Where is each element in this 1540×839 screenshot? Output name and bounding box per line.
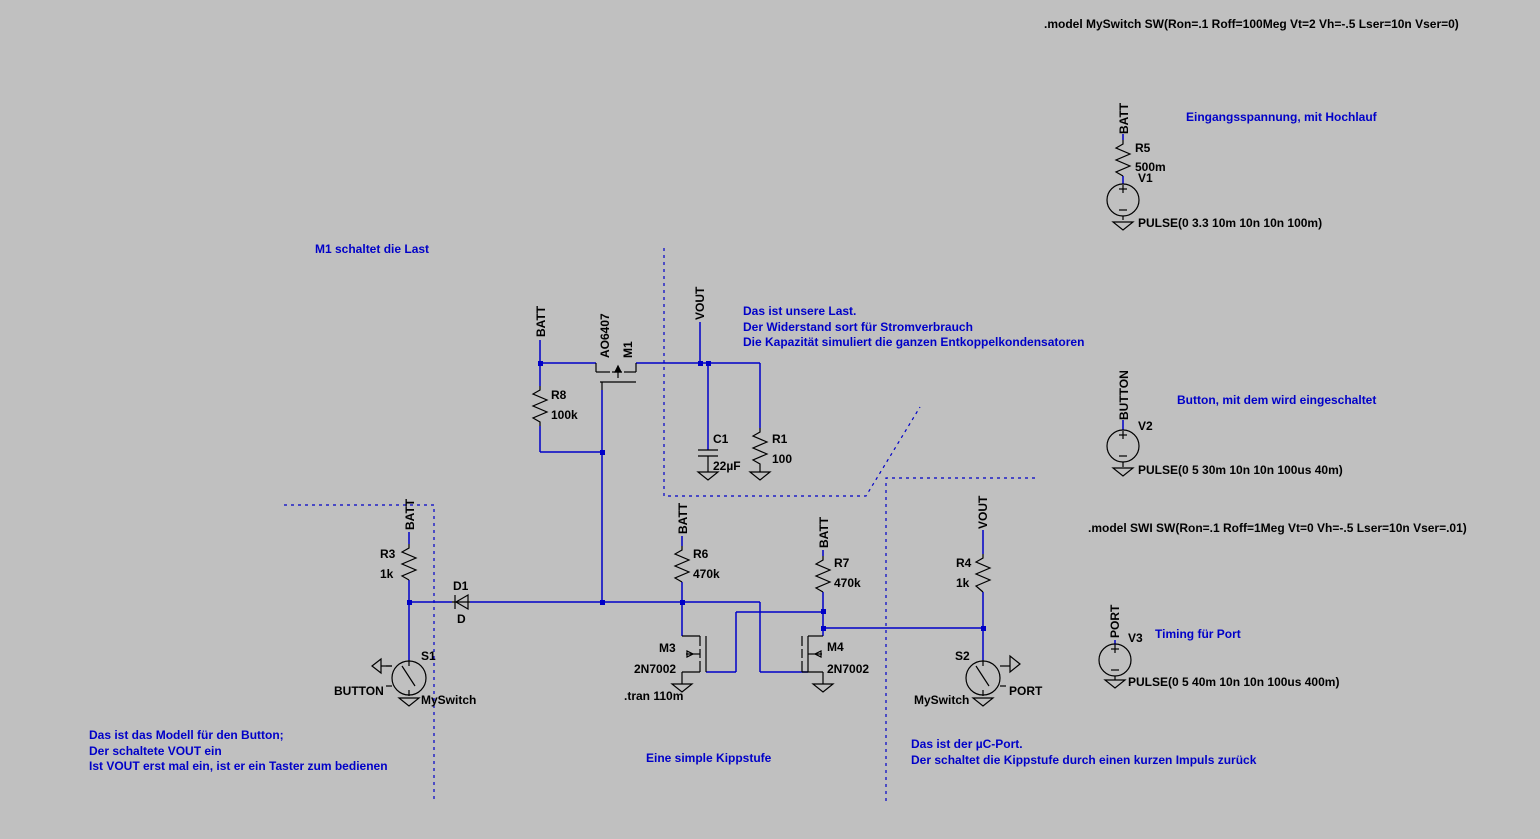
s2-value: MySwitch xyxy=(914,693,969,707)
source-v1: V1 PULSE(0 3.3 10m 10n 10n 100m) xyxy=(1106,171,1322,230)
r1-name: R1 xyxy=(772,432,788,446)
source-v3: V3 PULSE(0 5 40m 10n 10n 100us 400m) xyxy=(1098,631,1339,689)
comment-port-2: Der schaltet die Kippstufe durch einen k… xyxy=(911,753,1257,767)
ground-v3-icon xyxy=(1103,679,1127,689)
s2-port-label: PORT xyxy=(1009,684,1043,698)
mosfet-m3: M3 2N7002 xyxy=(634,635,707,684)
s1-button-label: BUTTON xyxy=(334,684,384,698)
comment-load-1: Das ist unsere Last. xyxy=(743,304,856,318)
comment-button: Button, mit dem wird eingeschaltet xyxy=(1177,393,1376,407)
net-vout-m1: VOUT xyxy=(693,286,707,320)
net-batt-v1: BATT xyxy=(1117,102,1131,134)
r5-name: R5 xyxy=(1135,141,1151,155)
comment-timing: Timing für Port xyxy=(1155,627,1241,641)
resistor-r7: R7 470k xyxy=(814,556,861,593)
switch-s2: S2 MySwitch PORT xyxy=(914,649,1043,707)
net-labels: BATT VOUT BATT BATT BATT VOUT BATT BUTTO… xyxy=(403,102,1131,638)
net-button-v2: BUTTON xyxy=(1117,370,1131,420)
wires xyxy=(408,134,1124,673)
v1-value: PULSE(0 3.3 10m 10n 10n 100m) xyxy=(1138,216,1322,230)
section-borders xyxy=(284,248,1035,805)
net-port-v3: PORT xyxy=(1108,604,1122,638)
r7-value: 470k xyxy=(834,576,861,590)
c1-name: C1 xyxy=(713,432,729,446)
capacitor-c1: C1 22µF xyxy=(698,432,741,473)
diode-d1: D1 D xyxy=(452,579,470,626)
d1-value: D xyxy=(457,612,466,626)
ground-c1-icon xyxy=(696,470,720,481)
s2-name: S2 xyxy=(955,649,970,663)
switch-s1: S1 MySwitch BUTTON xyxy=(334,649,476,707)
resistor-r1: R1 100 xyxy=(751,428,792,468)
directive-tran: .tran 110m xyxy=(624,689,683,703)
s1-value: MySwitch xyxy=(421,693,476,707)
net-batt-r7: BATT xyxy=(817,516,831,548)
net-batt-r6: BATT xyxy=(676,502,690,534)
v1-name: V1 xyxy=(1138,171,1153,185)
r6-name: R6 xyxy=(693,547,709,561)
comment-input: Eingangsspannung, mit Hochlauf xyxy=(1186,110,1378,124)
comment-load-2: Der Widerstand sort für Stromverbrauch xyxy=(743,320,973,334)
r3-name: R3 xyxy=(380,547,396,561)
net-batt-r8: BATT xyxy=(534,305,548,337)
resistor-r6: R6 470k xyxy=(673,546,720,583)
resistor-r3: R3 1k xyxy=(380,544,418,581)
m3-name: M3 xyxy=(659,641,676,655)
net-batt-r3: BATT xyxy=(403,498,417,530)
comment-m1: M1 schaltet die Last xyxy=(315,242,429,256)
resistor-r8: R8 100k xyxy=(531,386,578,426)
d1-name: D1 xyxy=(453,579,469,593)
r6-value: 470k xyxy=(693,567,720,581)
r3-value: 1k xyxy=(380,567,394,581)
ground-m4-icon xyxy=(811,683,835,693)
port-section-border xyxy=(885,477,1035,805)
r8-value: 100k xyxy=(551,408,578,422)
r4-value: 1k xyxy=(956,576,970,590)
comment-model-3: Ist VOUT erst mal ein, ist er ein Taster… xyxy=(89,759,388,773)
button-section-border xyxy=(284,504,435,800)
comment-load-3: Die Kapazität simuliert die ganzen Entko… xyxy=(743,335,1084,349)
net-vout-r4: VOUT xyxy=(976,495,990,529)
v2-name: V2 xyxy=(1138,419,1153,433)
v2-value: PULSE(0 5 30m 10n 10n 100us 40m) xyxy=(1138,463,1343,477)
junctions xyxy=(407,361,986,631)
comment-kipp: Eine simple Kippstufe xyxy=(646,751,772,765)
r4-name: R4 xyxy=(956,556,972,570)
directive-model-myswitch: .model MySwitch SW(Ron=.1 Roff=100Meg Vt… xyxy=(1044,17,1459,31)
comment-model-1: Das ist das Modell für den Button; xyxy=(89,728,284,742)
ground-v2-icon xyxy=(1111,467,1135,477)
ground-s2-icon xyxy=(971,697,995,707)
mosfet-m1: AO6407 M1 xyxy=(595,313,637,390)
ground-v1-icon xyxy=(1111,221,1135,231)
comment-port-1: Das ist der µC-Port. xyxy=(911,737,1023,751)
m1-name: M1 xyxy=(621,341,635,358)
m4-value: 2N7002 xyxy=(827,662,869,676)
v3-value: PULSE(0 5 40m 10n 10n 100us 400m) xyxy=(1128,675,1339,689)
c1-value: 22µF xyxy=(713,459,741,473)
mosfet-m4: M4 2N7002 xyxy=(801,635,869,684)
ground-s1-icon xyxy=(397,697,421,707)
grounds xyxy=(397,221,1135,707)
comment-model-2: Der schaltete VOUT ein xyxy=(89,744,222,758)
s1-name: S1 xyxy=(421,649,436,663)
directive-model-swi: .model SWI SW(Ron=.1 Roff=1Meg Vt=0 Vh=-… xyxy=(1088,521,1467,535)
m3-value: 2N7002 xyxy=(634,662,676,676)
r8-name: R8 xyxy=(551,388,567,402)
resistor-r4: R4 1k xyxy=(956,554,992,593)
v3-name: V3 xyxy=(1128,631,1143,645)
ground-m3-icon xyxy=(670,683,694,693)
m4-name: M4 xyxy=(827,640,844,654)
m1-value: AO6407 xyxy=(598,313,612,358)
r1-value: 100 xyxy=(772,452,792,466)
source-v2: V2 PULSE(0 5 30m 10n 10n 100us 40m) xyxy=(1106,419,1343,477)
ground-r1-icon xyxy=(748,468,772,481)
r5-value: 500m xyxy=(1135,160,1166,174)
resistor-r5: R5 500m xyxy=(1114,140,1166,177)
r7-name: R7 xyxy=(834,556,850,570)
